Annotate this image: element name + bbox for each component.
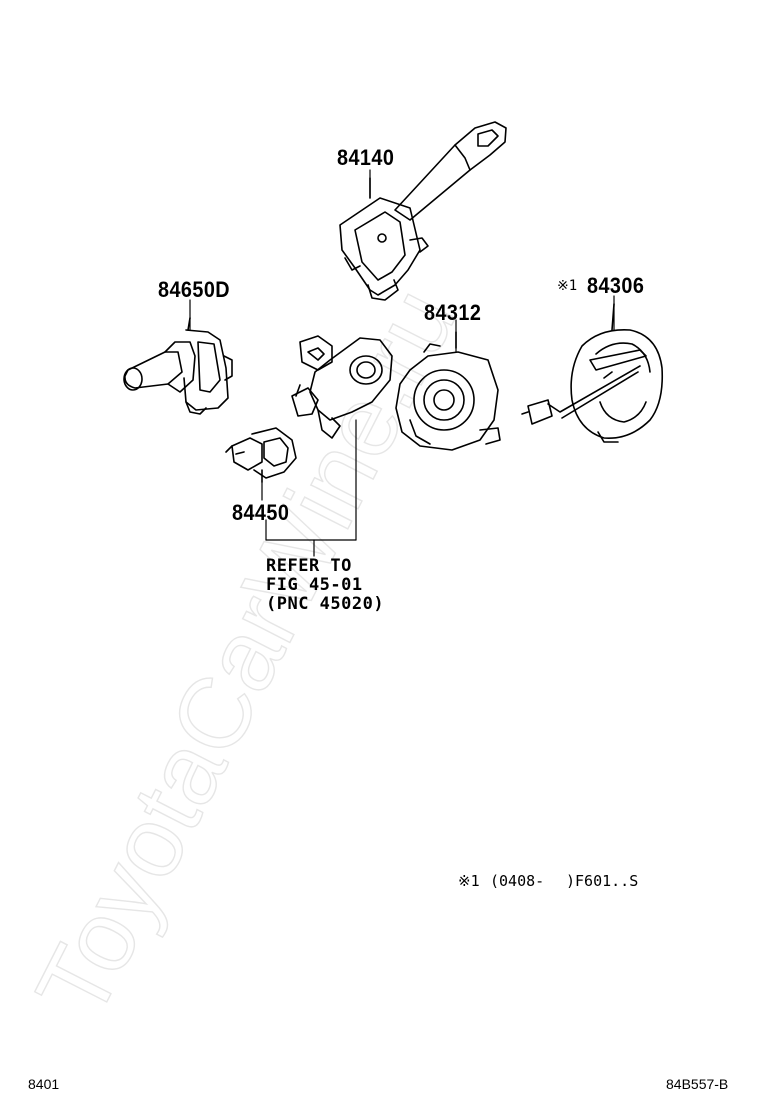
- part-number-84450[interactable]: 84450: [232, 500, 290, 525]
- footnote-range: (0408-: [490, 872, 545, 890]
- leader-lines: [189, 169, 615, 557]
- part-number-84650D[interactable]: 84650D: [158, 277, 231, 302]
- part-number-84140[interactable]: 84140: [337, 145, 395, 170]
- part-drawing-lock-housing: [291, 335, 393, 439]
- refer-note-line3: (PNC 45020): [266, 594, 385, 614]
- footnote-mark: ※1: [458, 872, 480, 890]
- page-ref-left: 8401: [28, 1076, 60, 1092]
- refer-note-line2[interactable]: FIG 45-01: [266, 575, 363, 595]
- footnote-mark-84306: ※1: [557, 278, 578, 294]
- part-drawing-84312: [395, 331, 501, 451]
- part-drawing-84650D: [123, 317, 233, 415]
- part-drawing-84306: [521, 303, 664, 443]
- footnote-model: )F601..S: [566, 872, 639, 890]
- part-number-84306[interactable]: 84306: [587, 273, 645, 298]
- part-number-84312[interactable]: 84312: [424, 300, 482, 325]
- part-drawing-84450: [225, 427, 297, 483]
- page-ref-right: 84B557-B: [666, 1076, 729, 1092]
- refer-note-line1: REFER TO: [266, 556, 352, 576]
